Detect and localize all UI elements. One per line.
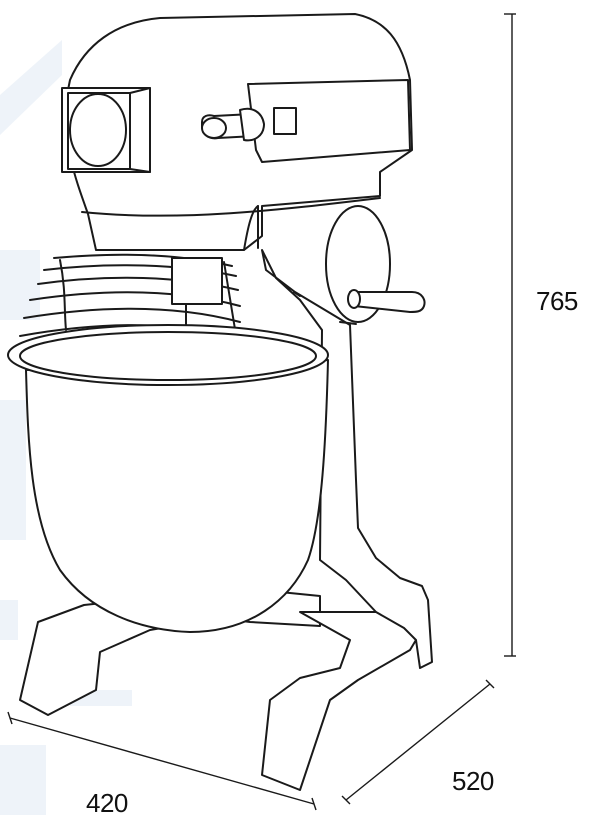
mixer-bowl: [7, 324, 329, 633]
dimension-depth-line: [341, 679, 495, 805]
height-dimension-label: 765: [536, 286, 578, 316]
hand-wheel: [325, 205, 426, 325]
depth-dimension-label: 520: [452, 766, 494, 796]
width-dimension-label: 420: [86, 788, 128, 818]
watermark: [0, 40, 132, 815]
dimension-width-line: [7, 711, 317, 811]
mixer-head: [61, 13, 413, 251]
dimension-height-line: [504, 13, 516, 657]
